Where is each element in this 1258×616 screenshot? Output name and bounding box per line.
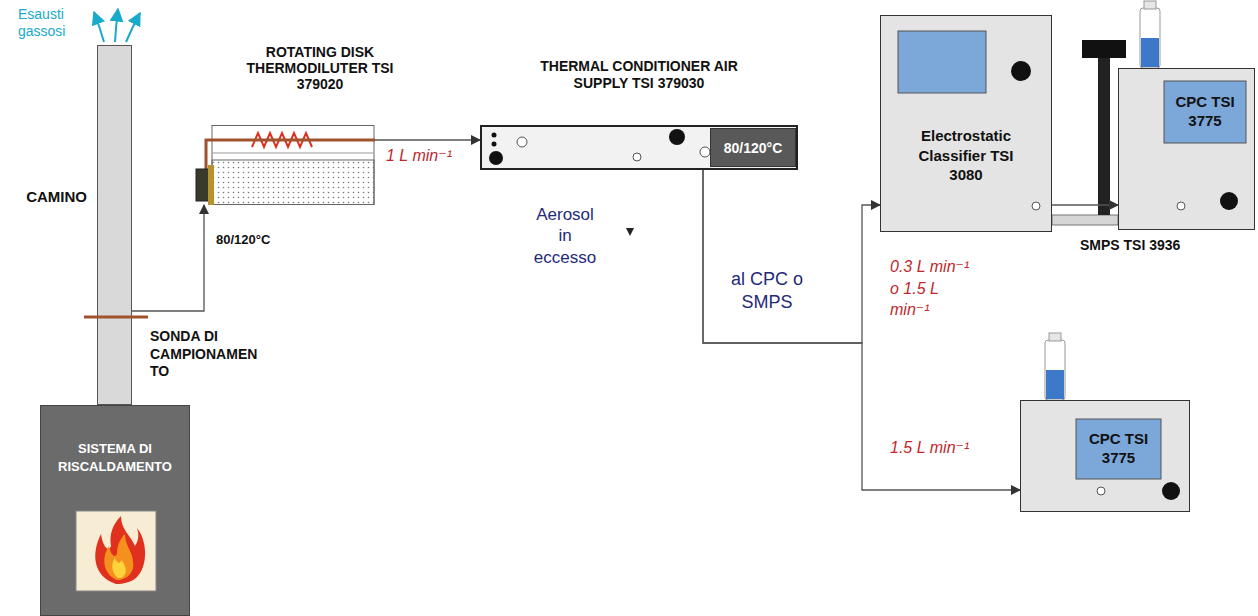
exhaust-arrow	[94, 12, 104, 42]
node-text: CPC TSI 3775	[1164, 81, 1246, 143]
flow-rate: 0.3 L min⁻¹ o 1.5 L min⁻¹	[890, 256, 982, 321]
thermodiluter-illustration	[196, 125, 375, 205]
probe-label: SONDA DI CAMPIONAMEN TO	[150, 328, 268, 381]
heater-wall	[212, 153, 374, 154]
column	[1098, 50, 1110, 215]
cpc-panel	[1119, 69, 1254, 229]
knob	[1011, 61, 1031, 81]
bottle-liquid	[1141, 38, 1159, 67]
inlet-port	[1177, 202, 1185, 210]
electrostatic-classifier: Electrostatic Classifier TSI 3080	[880, 15, 1052, 232]
inlet-port	[1032, 202, 1040, 210]
screen	[1076, 419, 1161, 479]
port	[633, 153, 641, 161]
flow-connector	[375, 139, 480, 140]
flow-connector	[132, 205, 204, 311]
temperature-label: 80/120°C	[216, 232, 270, 247]
flame	[104, 534, 133, 580]
knob	[489, 151, 503, 165]
bottle	[1140, 8, 1160, 68]
temperature-display: 80/120°C	[710, 128, 796, 167]
screen	[1164, 81, 1246, 143]
rotating-disk	[212, 160, 374, 205]
excess-arrowhead	[626, 228, 634, 236]
flow-note: al CPC o SMPS	[722, 268, 812, 315]
heater-illustration	[41, 406, 189, 615]
flow-connector	[1052, 204, 1118, 205]
cpc-counter: CPC TSI 3775	[1118, 68, 1255, 230]
flow-connector	[703, 170, 880, 343]
heating-system: SISTEMA DI RISCALDAMENTO	[40, 405, 190, 616]
node-text: Electrostatic Classifier TSI 3080	[881, 126, 1051, 185]
column-top	[1082, 40, 1126, 58]
cpc-counter: CPC TSI 3775	[1020, 400, 1190, 512]
bottle-cap	[1144, 1, 1156, 9]
chimney-probe	[98, 46, 131, 404]
instrument-label: SMPS TSI 3936	[1080, 237, 1180, 253]
exhaust-arrow	[126, 13, 140, 42]
sampling-probe	[84, 316, 148, 319]
bottle-liquid	[1046, 370, 1064, 399]
classifier-panel	[881, 16, 1051, 231]
bottle-cap	[1049, 333, 1061, 341]
chimney: CAMINO	[97, 45, 132, 405]
led	[492, 142, 497, 147]
sample-tube	[206, 140, 375, 170]
firebox	[76, 511, 156, 591]
flame	[95, 516, 145, 584]
node-text: ROTATING DISK THERMODILUTER TSI 379020	[234, 44, 406, 92]
outlet-port	[700, 147, 710, 157]
excess-note: Aerosol in eccesso	[530, 204, 600, 268]
inlet-port	[517, 137, 527, 147]
screen	[898, 31, 986, 93]
knob	[669, 129, 685, 145]
flame	[112, 558, 125, 578]
node-text: THERMAL CONDITIONER AIR SUPPLY TSI 37903…	[482, 58, 796, 92]
knob	[1162, 482, 1180, 500]
node-text: SISTEMA DI RISCALDAMENTO	[41, 440, 189, 475]
node-text: 80/120°C	[711, 129, 795, 166]
exhaust-arrow	[115, 9, 118, 42]
flow-rate: 1.5 L min⁻¹	[890, 438, 969, 457]
bottle	[1045, 340, 1065, 400]
diluter-body	[212, 126, 374, 205]
column-base	[1052, 215, 1118, 225]
thermodiluter: ROTATING DISK THERMODILUTER TSI 379020	[196, 125, 375, 205]
diluter-head-plate	[208, 165, 214, 205]
flow-rate: 1 L min⁻¹	[386, 146, 452, 165]
led	[492, 133, 497, 138]
inlet-port	[1097, 487, 1105, 495]
node-text: CAMINO	[26, 188, 87, 205]
thermal-conditioner: THERMAL CONDITIONER AIR SUPPLY TSI 37903…	[480, 125, 798, 170]
node-text: CPC TSI 3775	[1076, 419, 1161, 479]
knob	[1220, 192, 1238, 210]
exhaust-note: Esausti gassosi	[18, 6, 88, 40]
